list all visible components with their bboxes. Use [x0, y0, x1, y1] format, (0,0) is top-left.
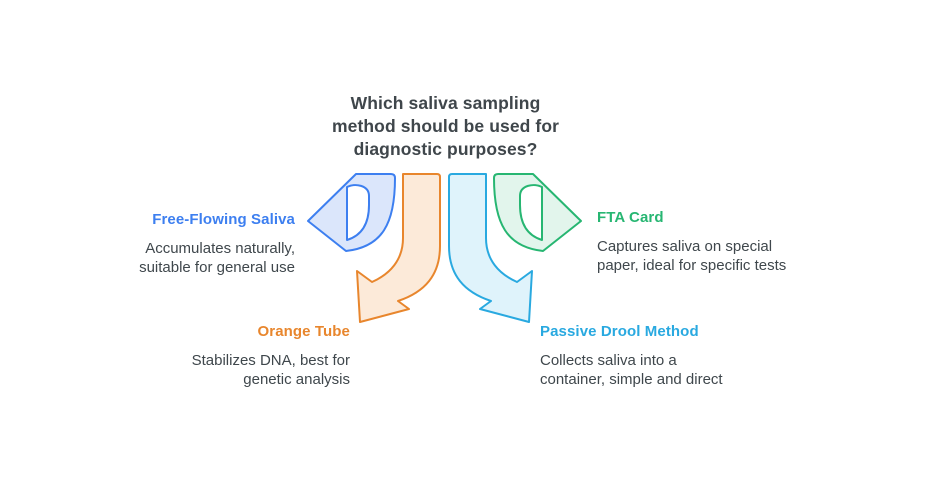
method-description-free-flowing-saliva: Accumulates naturally, suitable for gene…: [139, 240, 295, 276]
method-description-fta-card: Captures saliva on special paper, ideal …: [597, 238, 787, 274]
method-label-passive-drool-method: Passive Drool Method: [540, 323, 699, 340]
curved-arrow-right-icon: [493, 173, 582, 252]
curved-arrow-down-right-icon: [448, 173, 533, 323]
method-label-orange-tube: Orange Tube: [257, 323, 350, 340]
method-label-free-flowing-saliva: Free-Flowing Saliva: [152, 211, 295, 228]
method-label-fta-card: FTA Card: [597, 209, 664, 226]
method-description-passive-drool-method: Collects saliva into a container, simple…: [540, 352, 723, 388]
method-section-free-flowing-saliva: Free-Flowing Saliva Accumulates naturall…: [55, 211, 295, 277]
curved-arrow-left-icon: [307, 173, 396, 252]
method-section-orange-tube: Orange Tube Stabilizes DNA, best for gen…: [120, 323, 350, 389]
method-description-orange-tube: Stabilizes DNA, best for genetic analysi…: [191, 352, 350, 388]
curved-arrow-down-left-icon: [356, 173, 441, 323]
method-section-fta-card: FTA Card Captures saliva on special pape…: [597, 209, 832, 275]
method-section-passive-drool-method: Passive Drool Method Collects saliva int…: [540, 323, 780, 389]
page-title: Which saliva sampling method should be u…: [331, 93, 560, 159]
